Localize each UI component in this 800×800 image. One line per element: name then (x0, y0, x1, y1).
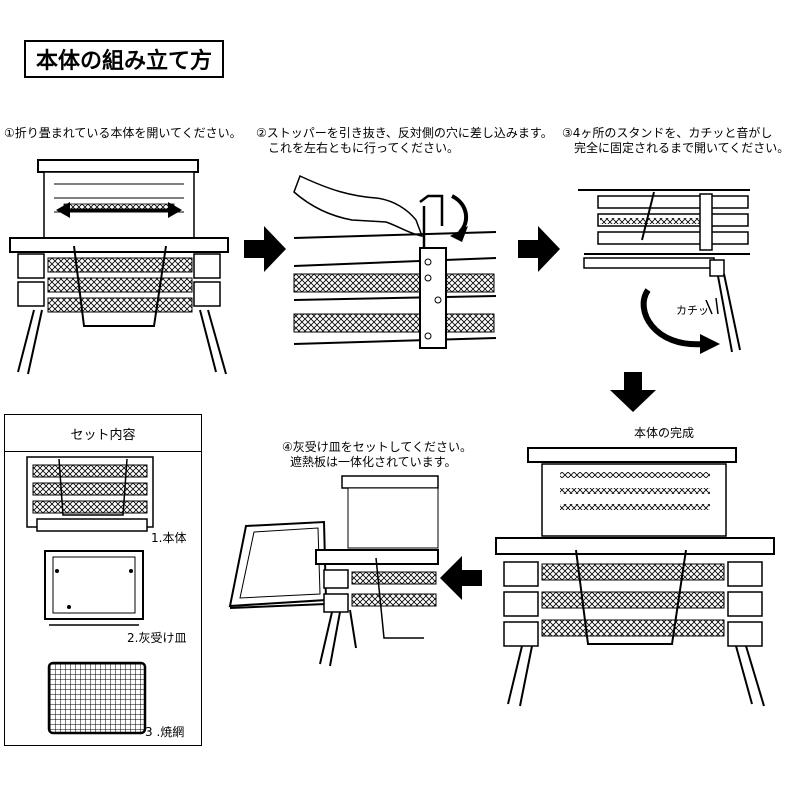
hand-icon (293, 174, 424, 237)
step-2-illustration (293, 174, 497, 349)
set-item-2-label: 2.灰受け皿 (127, 631, 187, 645)
step-2-text: ②ストッパーを引き抜き、反対側の穴に差し込みます。 これを左右ともに行ってくださ… (256, 126, 553, 156)
set-item-grill-net-illustration (47, 661, 147, 735)
step-3-illustration (578, 189, 750, 354)
set-item-3-label: 3 .焼網 (145, 725, 185, 739)
step-4-line-2: 遮熱板は一体化されています。 (290, 455, 457, 469)
completed-body-illustration (495, 447, 775, 707)
set-item-ash-tray-illustration (44, 550, 144, 626)
step-3-text: ③4ヶ所のスタンドを、カチッと音がし 完全に固定されるまで開いてください。 (562, 126, 789, 156)
set-contents-header: セット内容 (5, 415, 201, 452)
arrow-right-icon (244, 226, 286, 272)
step-2-line-2: これを左右ともに行ってください。 (268, 141, 460, 155)
set-item-1-label: 1.本体 (151, 531, 187, 545)
step-1-illustration (9, 159, 229, 375)
completion-label: 本体の完成 (634, 426, 695, 440)
page-title: 本体の組み立て方 (24, 40, 224, 78)
step-3-line-2: 完全に固定されるまで開いてください。 (574, 141, 790, 155)
step-2-line-1: ②ストッパーを引き抜き、反対側の穴に差し込みます。 (256, 126, 553, 140)
set-item-body-illustration (26, 456, 154, 532)
set-contents-panel: セット内容 1.本体 2.灰受け皿 3 .焼網 (4, 414, 202, 746)
step-4-text: ④灰受け皿をセットしてください。 遮熱板は一体化されています。 (282, 440, 472, 470)
step-4-line-1: ④灰受け皿をセットしてください。 (282, 440, 473, 454)
step-1-text: ①折り畳まれている本体を開いてください。 (4, 126, 242, 141)
click-sound-label: カチッ (676, 304, 709, 317)
step-3-line-1: ③4ヶ所のスタンドを、カチッと音がし (562, 126, 773, 140)
step-1-line-1: ①折り畳まれている本体を開いてください。 (4, 126, 242, 140)
arrow-left-icon (440, 556, 482, 600)
arrow-down-icon (610, 372, 656, 412)
step-4-illustration (228, 475, 439, 667)
arrow-right-icon (518, 226, 560, 272)
